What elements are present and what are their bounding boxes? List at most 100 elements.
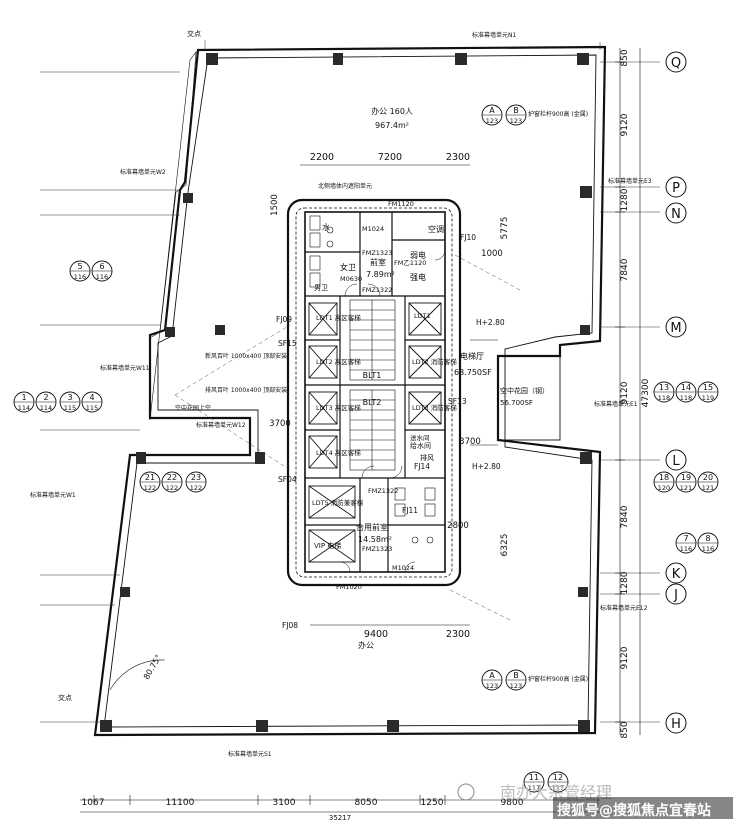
svg-text:标准幕墙单元W12: 标准幕墙单元W12 [196, 421, 246, 429]
svg-text:FM1020: FM1020 [336, 583, 362, 591]
svg-text:强电: 强电 [410, 272, 426, 282]
svg-text:7840: 7840 [620, 258, 630, 281]
reference-lines [40, 40, 660, 723]
grid-axis-M: M [665, 316, 687, 338]
callout-top: 7 [683, 534, 688, 543]
svg-text:合用前室: 合用前室 [356, 522, 388, 532]
svg-text:11100: 11100 [166, 798, 195, 808]
svg-text:标准幕墙单元E12: 标准幕墙单元E12 [600, 604, 648, 612]
stair-label-1: BLT1 [363, 371, 382, 380]
callout-top: 4 [89, 393, 94, 402]
svg-text:1250: 1250 [421, 798, 444, 808]
callout-top: B [513, 671, 519, 680]
svg-text:标准幕墙单元S1: 标准幕墙单元S1 [228, 750, 272, 758]
grid-axis-N: N [665, 202, 687, 224]
svg-text:VIP 电梯: VIP 电梯 [314, 541, 341, 550]
svg-text:850: 850 [620, 49, 630, 66]
svg-text:2200: 2200 [310, 152, 334, 163]
dimension-lines-right [615, 48, 641, 735]
callout-bottom: 117 [528, 784, 540, 792]
callout-top: 15 [703, 383, 713, 392]
callout-bottom: 123 [486, 682, 498, 690]
svg-text:水: 水 [322, 222, 330, 232]
callout-top: 12 [553, 773, 563, 782]
svg-text:M1024: M1024 [392, 564, 414, 572]
callout-bottom: 116 [74, 273, 86, 281]
svg-text:LDT3 消防客梯: LDT3 消防客梯 [412, 403, 457, 412]
grid-axis-L: L [665, 449, 687, 471]
callout-bottom: 121 [702, 484, 714, 492]
svg-text:搜狐号@搜狐焦点宜春站: 搜狐号@搜狐焦点宜春站 [557, 802, 711, 819]
callout-bottom: 118 [658, 394, 670, 402]
svg-text:SF13: SF13 [448, 397, 467, 406]
dimension-lines-bottom [80, 164, 600, 813]
callout-bottom: 115 [86, 404, 98, 412]
callout-bottom: 120 [658, 484, 670, 492]
svg-text:FMZ1322: FMZ1322 [368, 487, 398, 495]
svg-text:FJ08: FJ08 [282, 621, 298, 630]
svg-text:FMZ1323: FMZ1323 [362, 545, 392, 553]
svg-text:56.700SF: 56.700SF [500, 399, 533, 407]
svg-text:9400: 9400 [364, 629, 388, 640]
callout-bottom: 114 [18, 404, 30, 412]
svg-text:850: 850 [620, 721, 630, 738]
svg-text:排风百叶 1000x400 顶部安装: 排风百叶 1000x400 顶部安装 [205, 386, 287, 394]
svg-text:FMZ1322: FMZ1322 [362, 286, 392, 294]
svg-text:1067: 1067 [82, 798, 105, 808]
callout-top: 3 [67, 393, 72, 402]
stair-label-2: BLT2 [363, 398, 382, 407]
grid-axis-K: K [665, 562, 687, 584]
svg-text:M: M [670, 321, 681, 336]
svg-text:3700: 3700 [459, 437, 481, 447]
grid-axis-Q: Q [665, 51, 687, 73]
svg-text:2800: 2800 [447, 521, 469, 531]
callout-top: 13 [659, 383, 669, 392]
callout-bottom: 114 [40, 404, 52, 412]
svg-text:1280: 1280 [620, 571, 630, 594]
stairs [349, 299, 396, 471]
callout-top: 19 [681, 473, 691, 482]
air-garden-annex [470, 339, 561, 446]
callout-bottom: 116 [96, 273, 108, 281]
callout-top: 8 [705, 534, 710, 543]
svg-text:前室: 前室 [370, 257, 386, 267]
gutter-label-top: 护窗栏杆900高 (金属) [528, 110, 588, 118]
callout-top: 2 [43, 393, 48, 402]
core-room-labels: 水 空调 女卫 男卫 弱电 强电 前室 7.89m² 合用前室 14.58m² … [314, 222, 549, 550]
svg-text:P: P [672, 181, 680, 196]
axis-label-bottom-left: 交点 [58, 693, 72, 702]
callout-top: 20 [703, 473, 713, 482]
grid-axis-J: J [665, 583, 687, 605]
svg-text:SF04: SF04 [278, 475, 297, 484]
callout-top: A [489, 671, 495, 680]
callout-bottom: 122 [190, 484, 202, 492]
callout-top: A [489, 106, 495, 115]
grid-axis-P: P [665, 176, 687, 198]
svg-text:FJ10: FJ10 [460, 233, 476, 242]
svg-text:标准幕墙单元E1: 标准幕墙单元E1 [594, 400, 638, 408]
svg-text:8050: 8050 [355, 798, 378, 808]
svg-text:LDT1 高区客梯: LDT1 高区客梯 [316, 313, 361, 322]
svg-text:H: H [671, 717, 681, 732]
svg-text:2300: 2300 [446, 152, 470, 163]
svg-text:47300: 47300 [641, 378, 651, 407]
core-partitions [305, 212, 445, 572]
svg-text:H+2.80: H+2.80 [472, 462, 501, 471]
leader-lines [174, 254, 521, 621]
callout-bottom: 122 [144, 484, 156, 492]
door-swings [339, 249, 446, 573]
svg-text:2300: 2300 [446, 629, 470, 640]
svg-text:967.4m²: 967.4m² [375, 121, 409, 130]
